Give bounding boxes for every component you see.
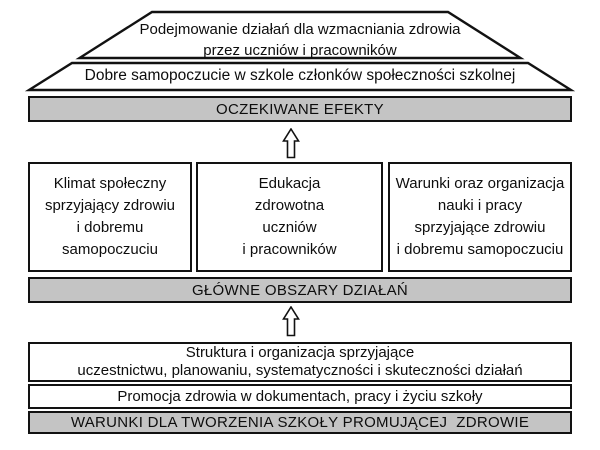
area-box-health-education: Edukacja zdrowotna uczniów i pracowników: [196, 162, 383, 272]
pyramid-top-trapezoid: [75, 10, 525, 60]
up-arrow-outline: [282, 128, 300, 159]
up-arrow-icon: [282, 306, 300, 337]
pyramid-top-label: Podejmowanie działań dla wzmacniania zdr…: [139, 21, 461, 59]
up-arrow-outline: [282, 306, 300, 337]
pyramid-base-trapezoid: [24, 61, 576, 92]
pyramid-shape: [24, 10, 576, 92]
main-areas-bar: GŁÓWNE OBSZARY DZIAŁAŃ: [28, 277, 572, 303]
up-arrow-icon: [282, 128, 300, 159]
condition-box-structure: Struktura i organizacja sprzyjające ucze…: [28, 342, 572, 382]
expected-effects-bar: OCZEKIWANE EFEKTY: [28, 96, 572, 122]
area-box-social-climate: Klimat społeczny sprzyjający zdrowiu i d…: [28, 162, 192, 272]
area-box-work-conditions: Warunki oraz organizacja nauki i pracy s…: [388, 162, 572, 272]
pyramid-base-label: Dobre samopoczucie w szkole członków spo…: [84, 67, 516, 84]
conditions-bar: WARUNKI DLA TWORZENIA SZKOŁY PROMUJĄCEJ …: [28, 411, 572, 434]
condition-box-promotion: Promocja zdrowia w dokumentach, pracy i …: [28, 384, 572, 409]
